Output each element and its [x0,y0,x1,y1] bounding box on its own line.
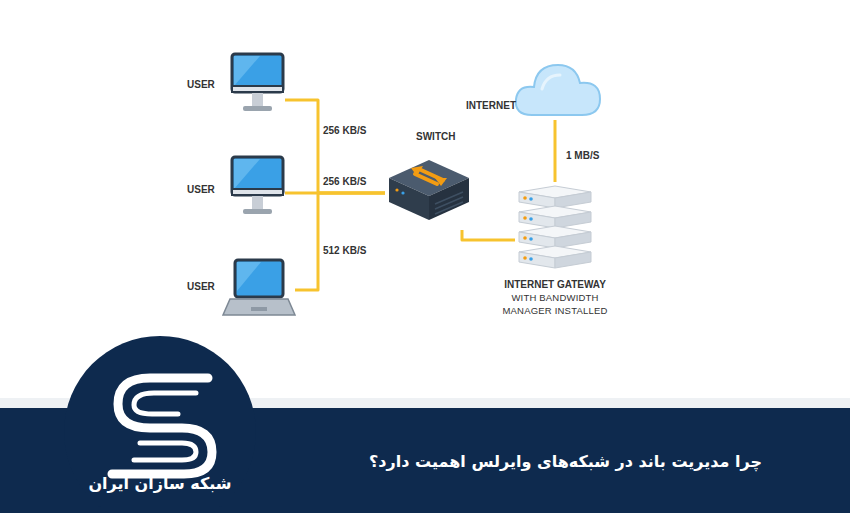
cable-line [285,100,385,193]
cable-line [554,120,557,182]
logo-s-outer [112,378,212,474]
switch-node: SWITCH [385,131,473,230]
caption-group: INTERNET GATEWAYWITH BANDWIDTH MANAGER I… [480,278,630,317]
network-cable [555,120,556,182]
node-label: USER [187,281,215,293]
node-heading: INTERNET GATEWAY [480,278,630,291]
node-body: WITH BANDWIDTH MANAGER INSTALLED [499,291,611,317]
cloud-icon [512,55,602,119]
logo-s-inner [134,393,196,414]
laptop-node: USER [183,255,295,327]
logo-s-inner [134,443,196,460]
node-label: INTERNET [466,100,516,112]
node-label: SWITCH [416,131,455,143]
server-icon [515,182,595,272]
page-title: چرا مدیریت باند در شبکه‌های وایرلس اهمیت… [369,452,762,471]
cable-line [462,230,515,240]
cable-line [295,193,385,290]
brand-text: شبکه سازان ایران [70,474,250,493]
network-cable [295,193,385,290]
server-node: INTERNET GATEWAYWITH BANDWIDTH MANAGER I… [515,182,595,272]
bandwidth-label: 256 KB/S [323,176,366,188]
network-cable [462,230,515,240]
cloud-node: INTERNET [462,55,602,120]
monitor-icon [230,52,285,114]
monitor-icon [230,155,285,217]
logo-circle [64,336,256,513]
switch-icon [385,148,473,224]
logo-mark [112,378,212,474]
bandwidth-label: 256 KB/S [323,125,366,137]
monitor-node: USER [183,52,285,124]
monitor-node: USER [183,155,285,227]
node-label: USER [187,79,215,91]
network-cable [285,100,385,193]
node-label: USER [187,184,215,196]
bandwidth-label: 512 KB/S [323,245,366,257]
laptop-icon [225,255,295,317]
bandwidth-label: 1 MB/S [566,150,599,162]
